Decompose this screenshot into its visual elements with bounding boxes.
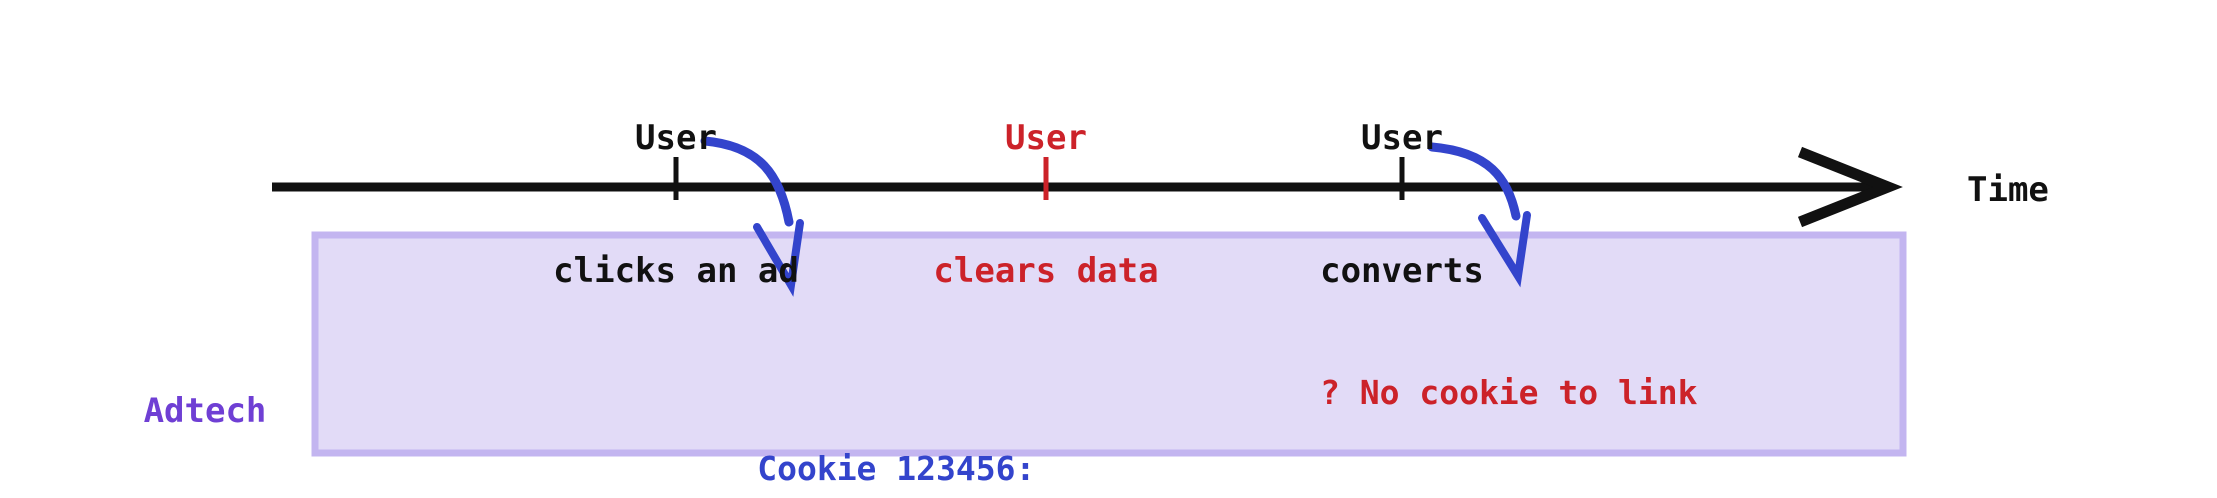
adtech-server-band	[311, 231, 1907, 457]
note-cookie-logged-line-1: Cookie 123456:	[638, 402, 1035, 498]
event-label-ad-click: User clicks an ad	[553, 28, 799, 382]
note-conversion-lost-line-1: ? No cookie to link	[1320, 373, 1698, 413]
event-label-clear-data: User clears data	[933, 28, 1158, 382]
event-label-convert-line1: User	[1361, 118, 1443, 159]
connector-convert-to-lost-note	[1427, 142, 1521, 221]
note-cookie-logged: Cookie 123456: Ad clicked	[638, 314, 1035, 498]
connector-convert-arrowhead	[1478, 211, 1531, 288]
lane-label-adtech-server: Adtech server	[144, 297, 267, 498]
axis-label-time: Time	[1967, 170, 2049, 210]
connector-click-to-cookie-note	[700, 136, 794, 227]
lane-label-line1: Adtech	[143, 390, 267, 431]
note-conversion-lost: ? No cookie to link this conversion to ⇒…	[1320, 283, 1698, 498]
note-cookie-logged-line-1-seg-1: Cookie 123456:	[757, 448, 1036, 488]
time-axis-arrowhead	[1797, 146, 1903, 228]
event-label-convert-line2: converts	[1320, 250, 1484, 291]
event-label-convert: User converts	[1320, 28, 1484, 382]
connector-click-arrowhead	[753, 219, 804, 297]
event-label-clear-data-line2: clears data	[933, 250, 1159, 291]
event-label-ad-click-line2: clicks an ad	[553, 250, 799, 291]
event-label-clear-data-line1: User	[1005, 118, 1087, 159]
event-label-ad-click-line1: User	[635, 118, 717, 159]
